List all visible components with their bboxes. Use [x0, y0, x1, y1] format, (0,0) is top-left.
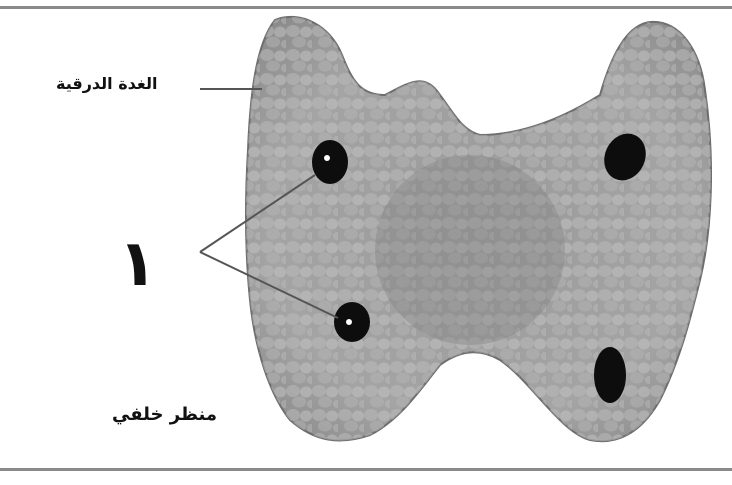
parathyroid-number-label: ١: [118, 232, 157, 296]
parathyroid-upper-left: [312, 140, 348, 184]
view-caption: منظر خلفي: [112, 404, 217, 425]
parathyroid-lower-right: [594, 347, 626, 403]
thyroid-gland-label: الغدة الدرقية: [56, 74, 157, 93]
